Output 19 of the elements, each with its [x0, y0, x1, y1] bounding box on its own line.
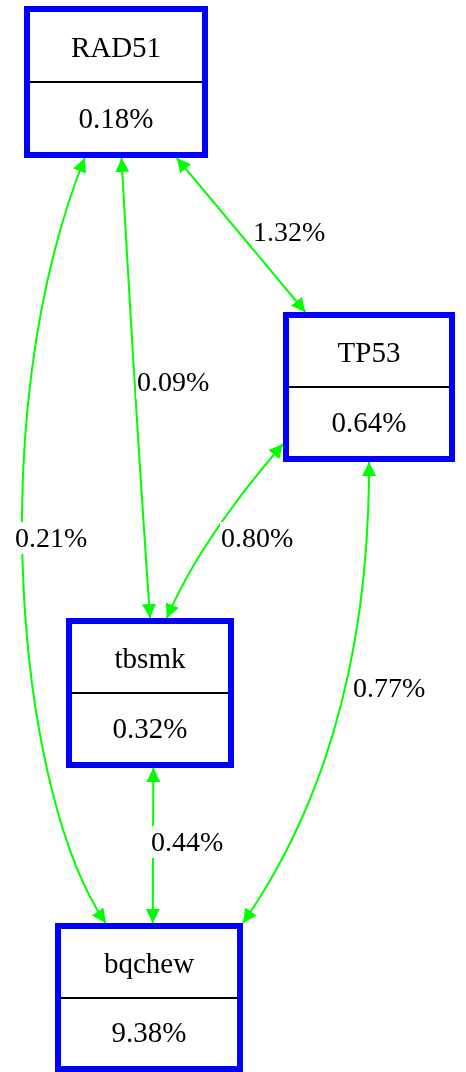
node-value: 0.64% [331, 405, 407, 439]
node-title: RAD51 [70, 29, 162, 64]
double-arrow [175, 157, 307, 313]
double-arrow [21, 157, 107, 924]
node-title: TP53 [337, 335, 401, 369]
double-arrow [242, 461, 376, 924]
edge-label: 0.21% [14, 522, 89, 554]
record-box [66, 618, 234, 768]
node-value: 0.32% [112, 711, 188, 745]
node-value: 0.18% [78, 100, 154, 135]
edge-label: 0.44% [150, 826, 225, 858]
record-box [24, 6, 208, 158]
double-arrow [165, 443, 284, 619]
record-box [55, 923, 243, 1072]
node-title: tbsmk [114, 641, 186, 675]
double-arrow [115, 157, 157, 619]
node-value: 9.38% [111, 1015, 187, 1050]
record-box [283, 312, 455, 462]
node-title: bqchew [103, 945, 195, 980]
